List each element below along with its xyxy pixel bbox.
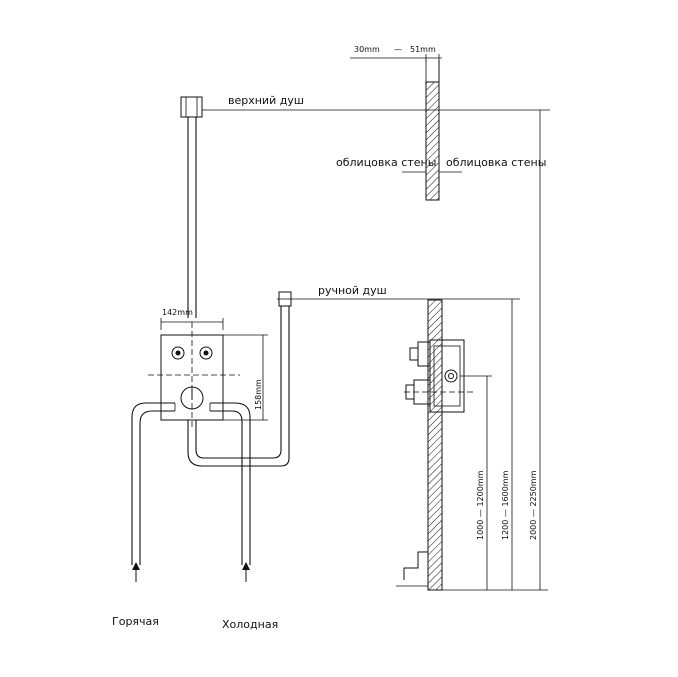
thermostat-knob bbox=[180, 386, 204, 410]
valve-body bbox=[148, 322, 240, 430]
vertical-dimensions: 1000 — 1200mm 1200 — 1600mm 2000 — 2250m… bbox=[476, 110, 541, 590]
cold-label: Холодная bbox=[222, 618, 278, 631]
width-label: 142mm bbox=[162, 308, 193, 317]
valve-height-label: 1000 — 1200mm bbox=[476, 470, 485, 540]
wall-cladding-label-right: облицовка стены bbox=[446, 156, 546, 169]
hand-shower-height-label: 1200 — 1600mm bbox=[501, 470, 510, 540]
upper-shower-label: верхний душ bbox=[228, 94, 304, 107]
height-dimension: 158mm bbox=[223, 334, 268, 421]
width-dimension: 142mm bbox=[160, 308, 224, 330]
lower-wall-section bbox=[396, 299, 476, 591]
diverter-knob-right bbox=[199, 346, 213, 360]
upper-wall-section: 30mm — 51mm облицовка стены облицовка ст… bbox=[336, 45, 546, 201]
hand-shower-label: ручной душ bbox=[318, 284, 387, 297]
side-view: 30mm — 51mm облицовка стены облицовка ст… bbox=[336, 45, 548, 591]
front-view: верхний душ ручной душ bbox=[112, 94, 550, 631]
hot-inlet-pipe bbox=[131, 402, 176, 582]
diverter-knob-left bbox=[171, 346, 185, 360]
wall-range-max: 51mm bbox=[410, 45, 436, 54]
wall-range-dash: — bbox=[394, 45, 402, 54]
upper-shower-height-label: 2000 — 2250mm bbox=[529, 470, 538, 540]
hand-shower-outlet bbox=[277, 291, 293, 316]
wall-range-min: 30mm bbox=[354, 45, 380, 54]
cold-inlet-pipe bbox=[209, 402, 251, 582]
wall-cladding-label-left: облицовка стены bbox=[336, 156, 436, 169]
height-label: 158mm bbox=[254, 379, 263, 410]
upper-shower-pipe bbox=[187, 117, 197, 318]
hand-shower-pipe bbox=[187, 316, 290, 467]
upper-shower-outlet bbox=[180, 96, 203, 118]
hot-label: Горячая bbox=[112, 615, 159, 628]
